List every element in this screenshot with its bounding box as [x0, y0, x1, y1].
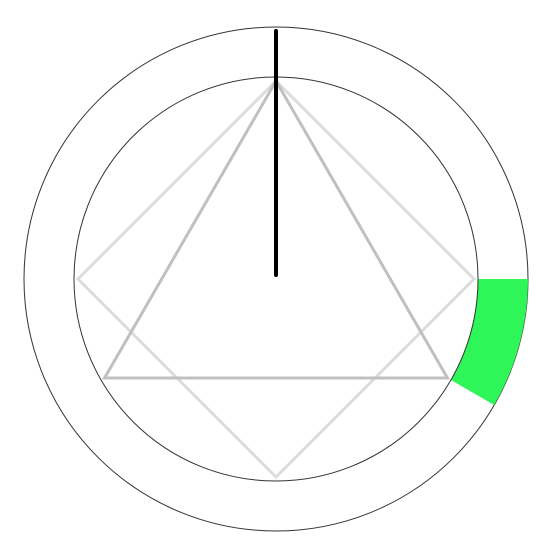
inscribed-square	[75, 78, 477, 480]
highlight-segment	[450, 279, 528, 405]
inscribed-triangle	[101, 77, 451, 380]
